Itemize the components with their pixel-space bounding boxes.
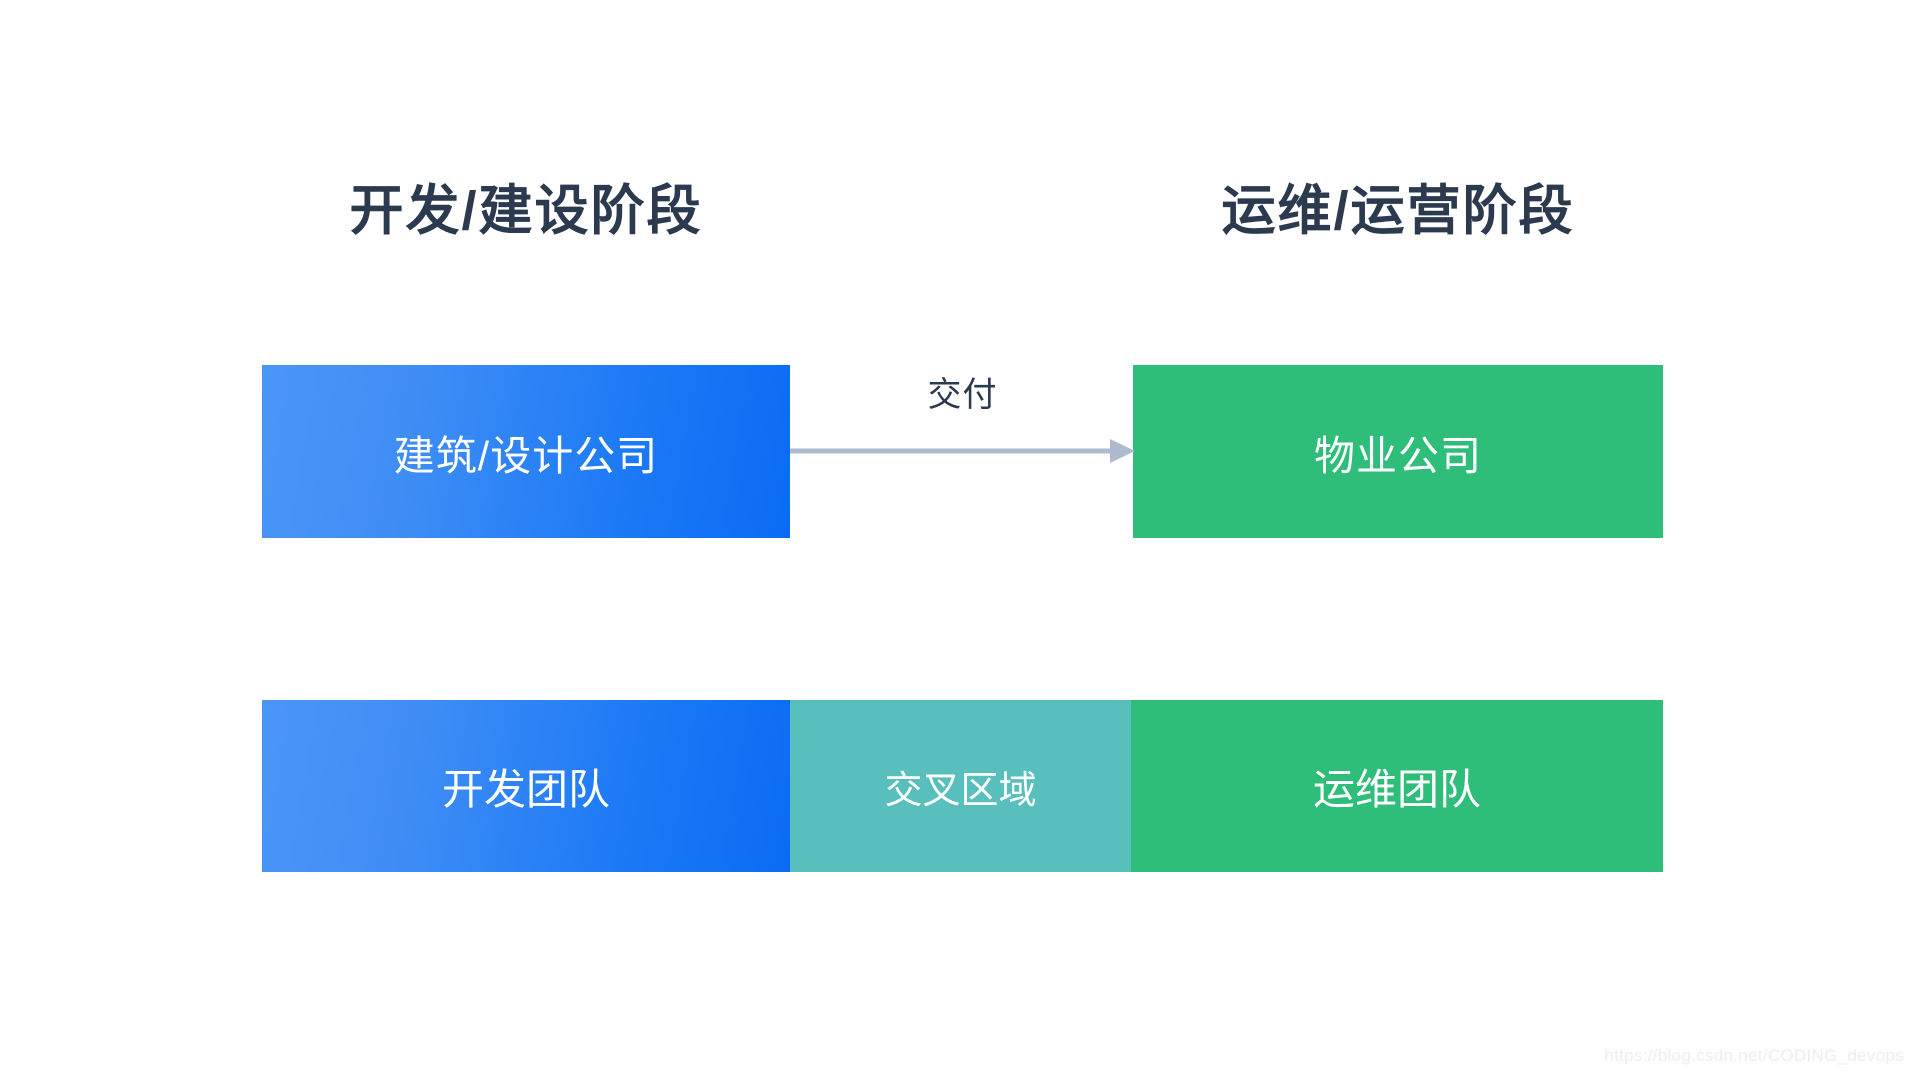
role-box-property-company: 物业公司 bbox=[1133, 365, 1663, 538]
team-segment-cross-area-label: 交叉区域 bbox=[884, 769, 1037, 812]
team-segment-operations-label: 运维团队 bbox=[1312, 765, 1481, 813]
phase-heading-development: 开发/建设阶段 bbox=[349, 181, 703, 241]
role-box-property-company-label: 物业公司 bbox=[1314, 432, 1482, 479]
arrow-right-icon bbox=[790, 439, 1135, 463]
team-bar: 开发团队 交叉区域 运维团队 bbox=[262, 700, 1663, 872]
team-segment-cross-area: 交叉区域 bbox=[790, 700, 1131, 872]
delivery-arrow-label: 交付 bbox=[927, 376, 998, 414]
role-box-design-company: 建筑/设计公司 bbox=[262, 365, 790, 538]
team-segment-operations: 运维团队 bbox=[1131, 700, 1663, 872]
phase-heading-operations: 运维/运营阶段 bbox=[1221, 181, 1575, 241]
watermark: https://blog.csdn.net/CODING_devops bbox=[1604, 1046, 1904, 1065]
role-box-design-company-label: 建筑/设计公司 bbox=[393, 432, 659, 479]
arrow-head bbox=[1110, 439, 1135, 463]
team-segment-development-label: 开发团队 bbox=[441, 765, 610, 813]
team-segment-development: 开发团队 bbox=[262, 700, 790, 872]
